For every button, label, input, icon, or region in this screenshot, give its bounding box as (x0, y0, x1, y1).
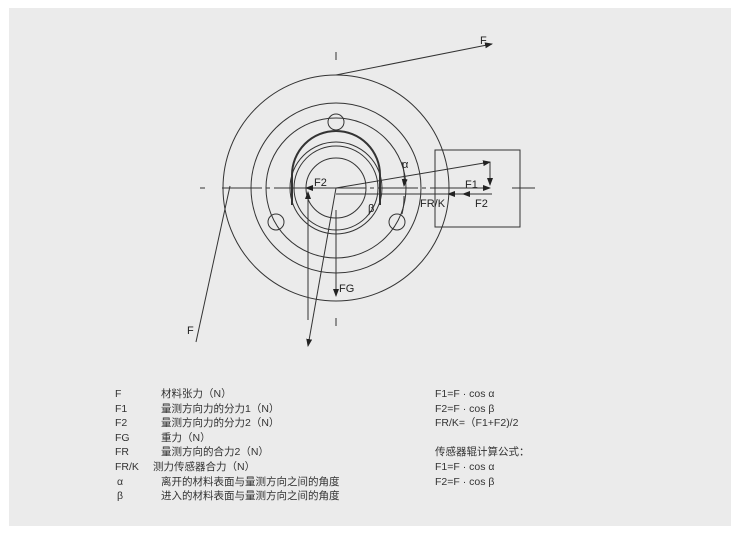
legend-desc: 量测方向力的分力2（N） (161, 417, 280, 430)
legend-desc: 进入的材料表面与量测方向之间的角度 (161, 490, 340, 503)
label-F-left: F (187, 325, 194, 337)
legend-symbol: FR (115, 446, 129, 459)
sensor-formula: F2=F · cos β (435, 475, 495, 488)
formula: FR/K=（F1+F2)/2 (435, 417, 519, 430)
label-FG: FG (339, 283, 354, 295)
formula: F2=F · cos β (435, 402, 495, 415)
label-beta: β (368, 203, 374, 215)
bolt-hole (327, 113, 345, 131)
formulas: F1=F · cos α F2=F · cos β FR/K=（F1+F2)/2… (435, 387, 530, 489)
legend-row: α 离开的材料表面与量测方向之间的角度 (115, 475, 340, 490)
legend-symbol: FG (115, 431, 130, 444)
bolt-hole (388, 213, 406, 231)
legend-symbol: F1 (115, 402, 128, 415)
legend-desc: 量测方向的合力2（N） (161, 446, 269, 459)
formula: F1=F · cos α (435, 388, 495, 400)
legend-row: F1 量测方向力的分力1（N） (115, 402, 340, 417)
legend: F 材料张力（N） F1 量测方向力的分力1（N） F2 量测方向力的分力2（N） F… (115, 387, 340, 504)
legend-desc: 离开的材料表面与量测方向之间的角度 (161, 475, 340, 488)
legend-row: β 进入的材料表面与量测方向之间的角度 (115, 489, 340, 504)
label-FRK: FR/K (420, 198, 446, 210)
label-F-top: F (480, 35, 487, 47)
label-F1: F1 (465, 179, 478, 191)
diagram-panel (9, 8, 731, 526)
legend-desc: 材料张力（N） (161, 388, 232, 400)
sensor-formula: F1=F · cos α (435, 460, 495, 473)
label-F2-right: F2 (475, 198, 488, 210)
legend-symbol: FR/K (115, 460, 139, 473)
legend-symbol: F (115, 388, 122, 400)
label-F2-left: F2 (314, 177, 327, 189)
legend-desc: 量测方向力的分力1（N） (161, 402, 280, 415)
legend-row: FR/K 测力传感器合力（N） (115, 460, 340, 475)
legend-desc: 重力（N） (161, 431, 211, 444)
legend-symbol: α (117, 475, 124, 488)
legend-row: FR 量测方向的合力2（N） (115, 445, 340, 460)
sensor-formula-title: 传感器辊计算公式： (435, 446, 530, 459)
legend-row: F2 量测方向力的分力2（N） (115, 416, 340, 431)
legend-desc: 测力传感器合力（N） (153, 460, 256, 473)
label-alpha: α (402, 159, 409, 171)
legend-symbol: F2 (115, 417, 128, 430)
bolt-hole (267, 213, 285, 231)
legend-row: F 材料张力（N） (115, 387, 340, 402)
legend-row: FG 重力（N） (115, 431, 340, 446)
legend-symbol: β (117, 490, 124, 503)
